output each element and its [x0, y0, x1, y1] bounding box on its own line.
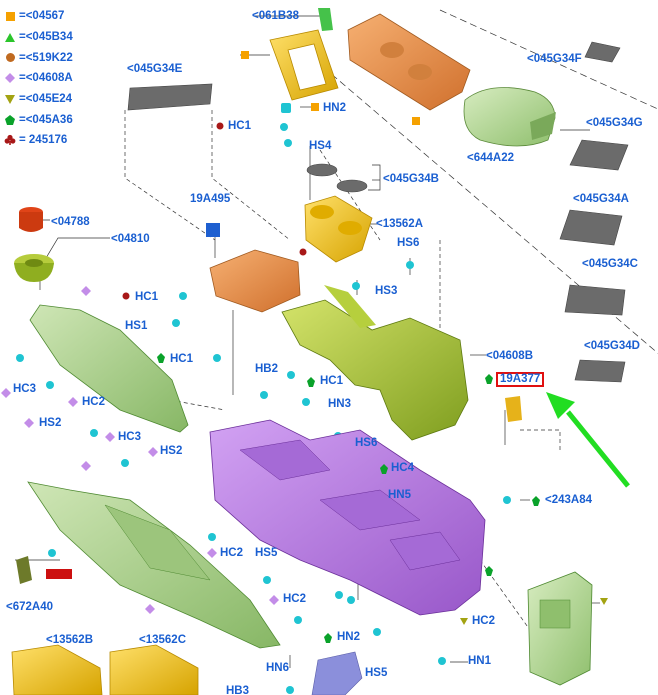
part-label-hc3[interactable]: HC3	[13, 383, 37, 395]
part-label-045g34f[interactable]: <045G34F	[527, 53, 582, 65]
part-label-hc1[interactable]: HC1	[228, 120, 252, 132]
rubber-mats	[127, 41, 629, 383]
part-label-hc2[interactable]: HC2	[82, 396, 106, 408]
part-label-hs5[interactable]: HS5	[255, 547, 278, 559]
part-label-hb3[interactable]: HB3	[226, 685, 250, 695]
part-label-hb2[interactable]: HB2	[255, 363, 279, 375]
part-label-hc2[interactable]: HC2	[283, 593, 307, 605]
part-label-hs2[interactable]: HS2	[160, 445, 183, 457]
cup-holder-yellow	[304, 195, 373, 263]
part-label-243a84[interactable]: <243A84	[545, 494, 592, 506]
part-label-04810[interactable]: <04810	[111, 233, 150, 245]
part-label-hc1[interactable]: HC1	[170, 353, 194, 365]
bracket-672a40	[16, 556, 32, 584]
rear-vent-panel	[527, 571, 593, 686]
legend-text[interactable]: =<04567	[19, 10, 65, 23]
legend-text[interactable]: = 245176	[19, 134, 68, 147]
part-label-045g34e[interactable]: <045G34E	[127, 63, 183, 75]
legend-text[interactable]: =<04608A	[19, 72, 73, 85]
symbol-legend: =<04567 =<045B34 =<519K22 =<04608A =<045…	[4, 6, 73, 151]
legend-row: = 245176	[4, 130, 73, 151]
module-19a495	[206, 223, 220, 237]
legend-text[interactable]: =<045A36	[19, 113, 73, 126]
part-label-19a495[interactable]: 19A495	[190, 193, 231, 205]
part-label-13562a[interactable]: <13562A	[376, 218, 423, 230]
part-label-hs3[interactable]: HS3	[375, 285, 398, 297]
legend-text[interactable]: =<519K22	[19, 51, 73, 64]
part-label-hs6[interactable]: HS6	[355, 437, 378, 449]
part-label-045g34g[interactable]: <045G34G	[586, 117, 643, 129]
callout-symbols	[1, 122, 540, 643]
orange-square-icon	[4, 10, 16, 22]
part-label-hn2[interactable]: HN2	[323, 102, 347, 114]
center-console-green	[281, 285, 469, 441]
part-label-045g34b[interactable]: <045G34B	[383, 173, 439, 185]
part-label-04788[interactable]: <04788	[51, 216, 90, 228]
green-pentagon-icon	[4, 114, 16, 126]
part-label-045g34a[interactable]: <045G34A	[573, 193, 629, 205]
part-label-hs1[interactable]: HS1	[125, 320, 148, 332]
part-label-hn3[interactable]: HN3	[328, 398, 352, 410]
part-label-13562b[interactable]: <13562B	[46, 634, 93, 646]
side-trim-upper	[29, 304, 189, 433]
part-label-hc1[interactable]: HC1	[320, 375, 344, 387]
brown-circle-icon	[4, 52, 16, 64]
part-19a377	[505, 396, 522, 422]
part-label-hc3[interactable]: HC3	[118, 431, 142, 443]
part-label-644a22[interactable]: <644A22	[467, 152, 514, 164]
part-label-hc2[interactable]: HC2	[472, 615, 496, 627]
olive-triangle-down-icon	[4, 93, 16, 105]
part-label-hn5[interactable]: HN5	[388, 489, 412, 501]
console-frame-purple	[209, 419, 486, 616]
side-trim-lower	[27, 481, 281, 649]
shifter-base-orange	[209, 249, 301, 313]
highlight-arrow	[546, 392, 630, 488]
trim-panel-orange	[347, 13, 471, 125]
part-label-hn2[interactable]: HN2	[337, 631, 361, 643]
part-label-hn1[interactable]: HN1	[468, 655, 492, 667]
cup-holder-red	[19, 207, 43, 232]
legend-row: =<04608A	[4, 68, 73, 89]
part-label-061b38[interactable]: <061B38	[252, 10, 299, 22]
green-triangle-icon	[4, 31, 16, 43]
purple-diamond-icon	[4, 72, 16, 84]
part-label-hn6[interactable]: HN6	[266, 662, 290, 674]
part-label-045g34d[interactable]: <045G34D	[584, 340, 640, 352]
red-club-icon	[4, 134, 16, 146]
part-label-hc1[interactable]: HC1	[135, 291, 159, 303]
part-label-13562c[interactable]: <13562C	[139, 634, 186, 646]
part-label-045g34c[interactable]: <045G34C	[582, 258, 638, 270]
armrest-lid	[463, 87, 556, 147]
part-label-redacted-tag	[46, 569, 72, 579]
bracket-blue	[311, 651, 363, 695]
part-label-hc4[interactable]: HC4	[391, 462, 415, 474]
part-label-04608b[interactable]: <04608B	[486, 350, 533, 362]
legend-row: =<519K22	[4, 47, 73, 68]
storage-bins-yellow	[11, 644, 199, 695]
legend-row: =<045E24	[4, 89, 73, 110]
clip-hn2	[281, 103, 319, 113]
part-label-19a377-highlighted[interactable]: 19A377	[496, 372, 545, 387]
legend-text[interactable]: =<045B34	[19, 31, 73, 44]
part-label-hs2[interactable]: HS2	[39, 417, 62, 429]
part-label-hs6[interactable]: HS6	[397, 237, 420, 249]
part-label-hc2[interactable]: HC2	[220, 547, 244, 559]
legend-row: =<045B34	[4, 27, 73, 48]
cup-holder-green	[14, 254, 54, 282]
part-label-hs4[interactable]: HS4	[309, 140, 332, 152]
part-label-672a40[interactable]: <672A40	[6, 601, 53, 613]
part-label-hs5[interactable]: HS5	[365, 667, 388, 679]
legend-text[interactable]: =<045E24	[19, 93, 73, 106]
legend-row: =<045A36	[4, 109, 73, 130]
legend-row: =<04567	[4, 6, 73, 27]
shifter-bezel	[241, 8, 339, 101]
